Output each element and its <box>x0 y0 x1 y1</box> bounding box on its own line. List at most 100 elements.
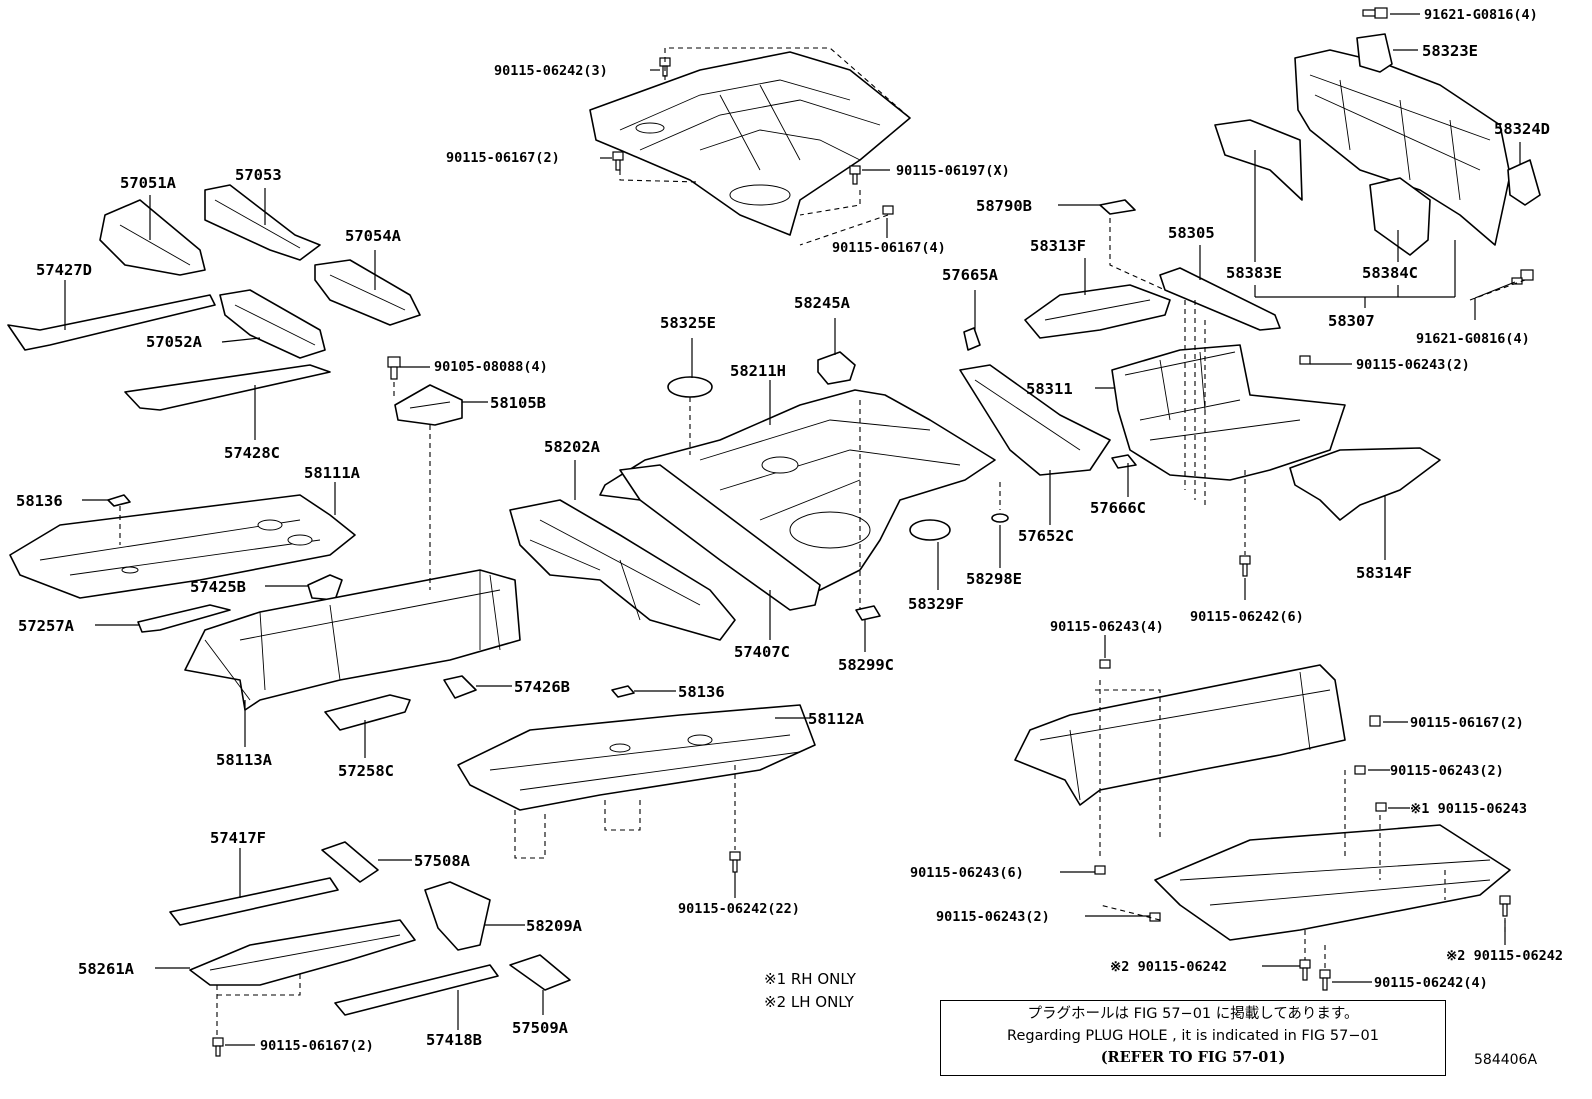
center-floor-pan-top <box>589 51 911 236</box>
part-58329f <box>909 519 951 541</box>
part-58136-upper <box>107 494 131 507</box>
leader-lines <box>64 13 1521 1046</box>
part-58305 <box>1159 267 1281 331</box>
part-58202a <box>509 499 736 641</box>
callout-90115-06167-2-bottom: 90115-06167(2) <box>260 1038 374 1054</box>
part-lower-right-tunnel <box>1014 664 1346 806</box>
callout-90115-06242-6: 90115-06242(6) <box>1190 609 1304 625</box>
callout-90115-06243-6: 90115-06243(6) <box>910 865 1024 881</box>
part-57051a <box>99 199 206 276</box>
part-57417f <box>169 877 339 926</box>
part-lower-right-floor <box>1154 824 1511 941</box>
callout-58307: 58307 <box>1328 312 1375 330</box>
callout-x2-90115-06242-left: ※2 90115-06242 <box>1110 959 1227 975</box>
callout-58299c: 58299C <box>838 656 894 674</box>
callout-90115-06242-3: 90115-06242(3) <box>494 63 608 79</box>
part-57425b <box>307 574 343 601</box>
footnote-rh-only: ※1 RH ONLY <box>764 970 856 988</box>
plug-hole-note: プラグホールは FIG 57−01 に掲載してあります。 Regarding P… <box>940 1000 1446 1076</box>
part-57427d <box>7 294 216 351</box>
part-57407c <box>619 464 821 611</box>
callout-58211h: 58211H <box>730 362 786 380</box>
part-58261a <box>189 919 416 986</box>
callout-58105b: 58105B <box>490 394 546 412</box>
callout-90115-06167-2-top: 90115-06167(2) <box>446 150 560 166</box>
callout-57407c: 57407C <box>734 643 790 661</box>
callout-91621-g0816-4-top: 91621-G0816(4) <box>1424 7 1538 23</box>
part-58324d <box>1507 159 1541 206</box>
callout-90115-06197-x: 90115-06197(X) <box>896 163 1010 179</box>
part-58113a <box>184 569 521 711</box>
callout-57257a: 57257A <box>18 617 75 635</box>
dashed-guides <box>119 47 1526 1035</box>
part-57666c <box>1111 454 1137 469</box>
callout-90115-06167-4: 90115-06167(4) <box>832 240 946 256</box>
callout-58329f: 58329F <box>908 595 964 613</box>
callout-57054a: 57054A <box>345 227 402 245</box>
part-58790b <box>1099 199 1136 215</box>
part-shapes <box>7 7 1541 1057</box>
callout-57053: 57053 <box>235 166 282 184</box>
part-57509a <box>509 954 571 991</box>
callout-58313f: 58313F <box>1030 237 1086 255</box>
callout-91621-g0816-4-bottom: 91621-G0816(4) <box>1416 331 1530 347</box>
callout-58324d: 58324D <box>1494 120 1550 138</box>
callout-90115-06242-4: 90115-06242(4) <box>1374 975 1488 991</box>
callout-90115-06243-2-right: 90115-06243(2) <box>1390 763 1504 779</box>
callout-58790b: 58790B <box>976 197 1032 215</box>
part-58314f <box>1289 447 1441 521</box>
callout-58384c: 58384C <box>1362 264 1418 282</box>
callout-58112a: 58112A <box>808 710 865 728</box>
callout-58136-upper: 58136 <box>16 492 63 510</box>
part-58311 <box>1111 344 1346 481</box>
callout-57509a: 57509A <box>512 1019 569 1037</box>
callout-58113a: 58113A <box>216 751 273 769</box>
callout-58323e: 58323E <box>1422 42 1478 60</box>
part-58298e <box>991 513 1009 523</box>
callout-57052a: 57052A <box>146 333 203 351</box>
bolt-icon <box>212 7 1534 1057</box>
part-58111a <box>9 494 356 599</box>
callout-57418b: 57418B <box>426 1031 482 1049</box>
callout-57428c: 57428C <box>224 444 280 462</box>
callout-58314f: 58314F <box>1356 564 1412 582</box>
part-57258c <box>324 694 411 731</box>
part-57257a <box>137 604 231 633</box>
part-57053 <box>204 184 321 261</box>
callout-58305: 58305 <box>1168 224 1215 242</box>
callout-58298e: 58298E <box>966 570 1022 588</box>
callout-58311: 58311 <box>1026 380 1073 398</box>
callout-57417f: 57417F <box>210 829 266 847</box>
callout-58136-lower: 58136 <box>678 683 725 701</box>
part-58313f <box>1024 284 1171 339</box>
note-line-english: Regarding PLUG HOLE , it is indicated in… <box>1007 1028 1379 1044</box>
part-57418b <box>334 964 499 1016</box>
callout-57426b: 57426B <box>514 678 570 696</box>
callout-58261a: 58261A <box>78 960 135 978</box>
part-58383e <box>1214 119 1303 201</box>
callout-90115-06242-22: 90115-06242(22) <box>678 901 800 917</box>
callout-58202a: 58202A <box>544 438 601 456</box>
callout-57051a: 57051A <box>120 174 177 192</box>
note-line-japanese: プラグホールは FIG 57−01 に掲載してあります。 <box>1027 1006 1359 1022</box>
part-58136-lower <box>611 685 635 698</box>
callout-labels: 91621-G0816(4) 58323E 58324D 90115-06242… <box>16 7 1563 1054</box>
callout-58245a: 58245A <box>794 294 851 312</box>
callout-58209a: 58209A <box>526 917 583 935</box>
part-58209a <box>424 881 491 951</box>
callout-57508a: 57508A <box>414 852 471 870</box>
callout-x1-90115-06243: ※1 90115-06243 <box>1410 801 1527 817</box>
part-58299c <box>855 605 881 621</box>
callout-58111a: 58111A <box>304 464 361 482</box>
callout-90115-06243-4: 90115-06243(4) <box>1050 619 1164 635</box>
callout-57258c: 57258C <box>338 762 394 780</box>
footnote-lh-only: ※2 LH ONLY <box>764 993 854 1011</box>
part-57428c <box>124 364 331 411</box>
callout-90115-06167-2-right: 90115-06167(2) <box>1410 715 1524 731</box>
callout-57665a: 57665A <box>942 266 999 284</box>
part-57508a <box>321 841 379 883</box>
callout-90115-06243-2-lower: 90115-06243(2) <box>936 909 1050 925</box>
part-58112a <box>457 704 816 811</box>
part-58325e <box>667 376 713 398</box>
